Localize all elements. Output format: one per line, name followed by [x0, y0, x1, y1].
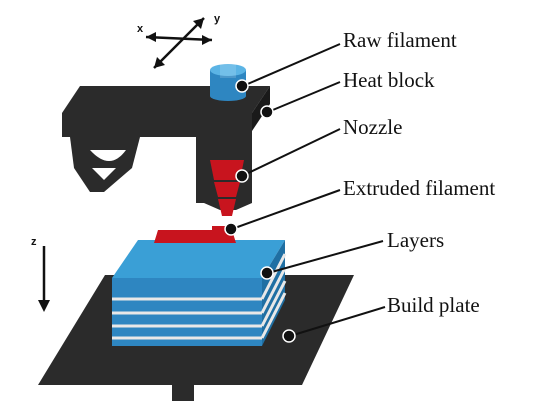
fan-duct: [70, 137, 140, 192]
label-layers: Layers: [387, 228, 445, 252]
plate-stand: [172, 384, 194, 401]
x-axis-label: x: [137, 23, 144, 35]
xy-axis-arrows: [145, 17, 213, 69]
label-raw-filament: Raw filament: [343, 28, 457, 52]
extruded-filament: [154, 230, 236, 243]
label-build-plate: Build plate: [387, 293, 480, 317]
label-nozzle: Nozzle: [343, 115, 403, 139]
label-extruded-filament: Extruded filament: [343, 176, 496, 200]
layer-lines: [112, 253, 287, 340]
callout-dots: [224, 79, 296, 343]
z-axis-label: z: [31, 236, 37, 248]
nozzle-shape: [204, 155, 252, 216]
z-axis-arrow: [38, 246, 50, 312]
layer-stack: [112, 240, 287, 346]
callout-lines: [231, 43, 386, 337]
y-axis-label: y: [214, 13, 221, 25]
layers-top: [112, 240, 285, 278]
label-heat-block: Heat block: [343, 68, 435, 92]
